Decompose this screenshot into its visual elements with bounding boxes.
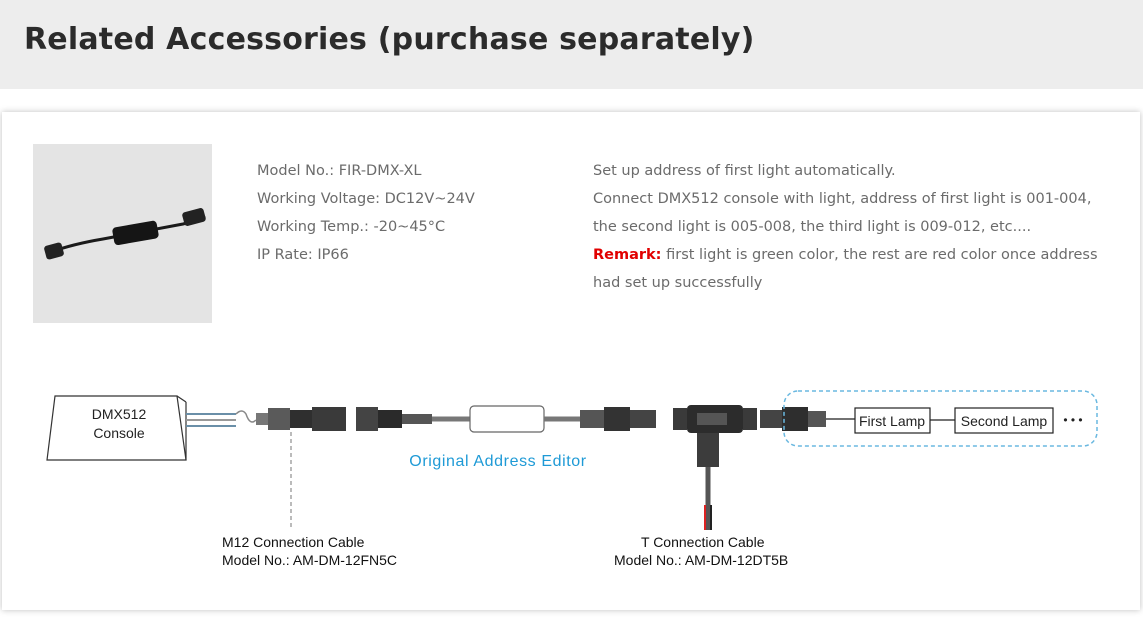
lamp-connector: [760, 407, 855, 431]
spec-voltage: Working Voltage: DC12V~24V: [257, 191, 475, 207]
first-lamp-label: First Lamp: [859, 413, 925, 429]
ellipsis-dots: • • •: [1063, 413, 1082, 427]
lamp-chain-outline: [783, 390, 1098, 447]
m12-cable-title: M12 Connection Cable: [222, 534, 365, 550]
second-lamp-label: Second Lamp: [961, 413, 1048, 429]
m12-cable: [256, 407, 432, 431]
dmx512-console: DMX512 Console: [46, 395, 187, 461]
section-title: Related Accessories (purchase separately…: [24, 22, 755, 57]
t-cable-model: Model No.: AM-DM-12DT5B: [614, 552, 788, 568]
desc-line-5: had set up successfully: [593, 275, 763, 291]
t-connector: [673, 405, 757, 530]
address-editor: [432, 405, 656, 433]
second-lamp-box: Second Lamp: [954, 407, 1054, 434]
console-label-2: Console: [93, 425, 145, 441]
t-cable-title: T Connection Cable: [641, 534, 765, 550]
spec-temp: Working Temp.: -20~45°C: [257, 219, 446, 235]
product-description: Set up address of first light automatica…: [593, 157, 1123, 297]
editor-label: Original Address Editor: [409, 453, 587, 470]
product-image[interactable]: [33, 144, 212, 323]
m12-cable-model: Model No.: AM-DM-12FN5C: [222, 552, 397, 568]
spec-ip: IP Rate: IP66: [257, 247, 349, 263]
desc-line-1: Set up address of first light automatica…: [593, 163, 896, 179]
product-specs: Model No.: FIR-DMX-XL Working Voltage: D…: [257, 157, 475, 269]
desc-remark-line: Remark: first light is green color, the …: [593, 241, 1123, 269]
remark-text: first light is green color, the rest are…: [661, 247, 1098, 263]
desc-line-3: the second light is 005-008, the third l…: [593, 219, 1032, 235]
console-label-1: DMX512: [92, 406, 147, 422]
address-editor-cable-image: [44, 208, 206, 260]
desc-line-2: Connect DMX512 console with light, addre…: [593, 191, 1092, 207]
spec-model: Model No.: FIR-DMX-XL: [257, 163, 422, 179]
console-cable: [186, 410, 257, 427]
section-header: Related Accessories (purchase separately…: [0, 0, 1143, 89]
remark-label: Remark:: [593, 247, 662, 263]
first-lamp-box: First Lamp: [854, 407, 931, 434]
